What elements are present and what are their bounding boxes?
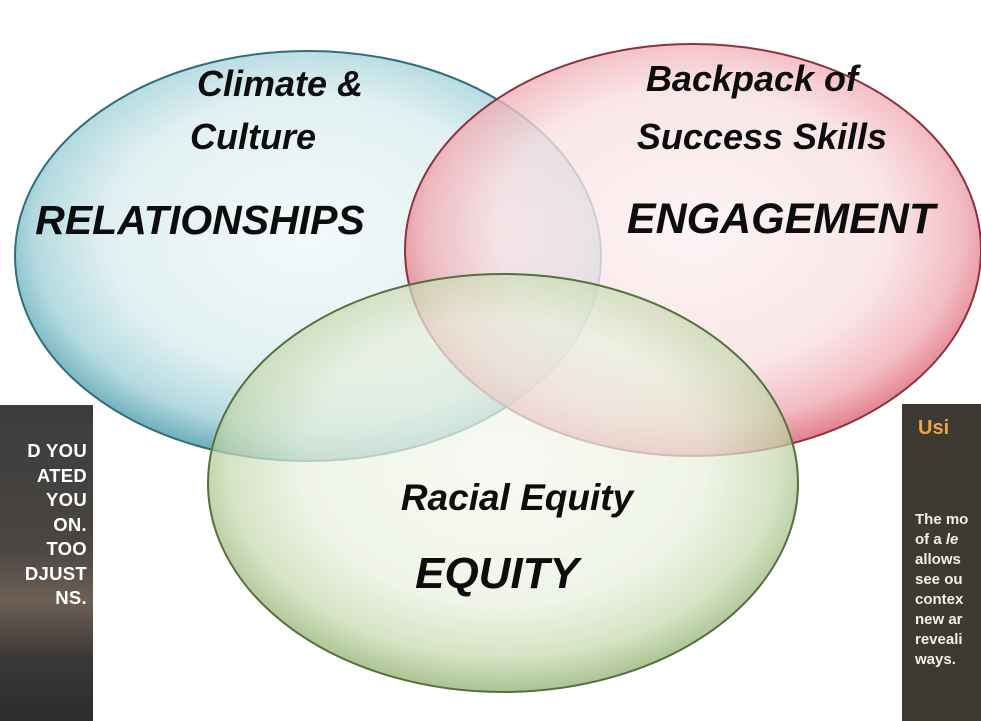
relationships-subtitle-line2: Culture bbox=[190, 116, 316, 157]
right-card-body: The mo of a le allows see ou contex new … bbox=[915, 510, 968, 670]
relationships-title: RELATIONSHIPS bbox=[35, 197, 365, 243]
engagement-subtitle-line2: Success Skills bbox=[637, 116, 887, 157]
left-quote-line: ON. bbox=[53, 513, 87, 535]
right-body-line: allows bbox=[915, 551, 961, 568]
left-quote-line: DJUST bbox=[24, 562, 87, 584]
left-quote-line: YOU bbox=[46, 489, 87, 510]
right-body-line: The mo bbox=[915, 511, 969, 528]
left-side-image: D YOU ATED YOU ON. TOO DJUST NS. bbox=[0, 405, 93, 721]
left-quote-line: NS. bbox=[55, 587, 87, 608]
equity-title: EQUITY bbox=[415, 549, 582, 598]
right-body-line: reveali bbox=[915, 631, 963, 648]
right-card-heading: Usi bbox=[918, 417, 950, 439]
left-quote-text: D YOU ATED YOU ON. TOO DJUST NS. bbox=[25, 439, 87, 611]
engagement-title: ENGAGEMENT bbox=[627, 195, 939, 243]
right-body-line: ways. bbox=[915, 651, 956, 668]
left-quote-line: D YOU bbox=[27, 440, 87, 461]
left-quote-line: ATED bbox=[36, 464, 87, 486]
right-body-line: of a le bbox=[915, 531, 959, 548]
relationships-subtitle-line1: Climate & bbox=[197, 63, 363, 104]
engagement-subtitle-line1: Backpack of bbox=[646, 58, 861, 99]
venn-circle-equity bbox=[207, 273, 799, 693]
right-body-line: new ar bbox=[915, 611, 963, 628]
right-body-line: contex bbox=[915, 591, 964, 608]
right-body-line: see ou bbox=[915, 571, 963, 588]
equity-subtitle: Racial Equity bbox=[401, 477, 636, 518]
right-side-image: Usi The mo of a le allows see ou contex … bbox=[902, 404, 981, 721]
left-quote-line: TOO bbox=[46, 538, 87, 559]
